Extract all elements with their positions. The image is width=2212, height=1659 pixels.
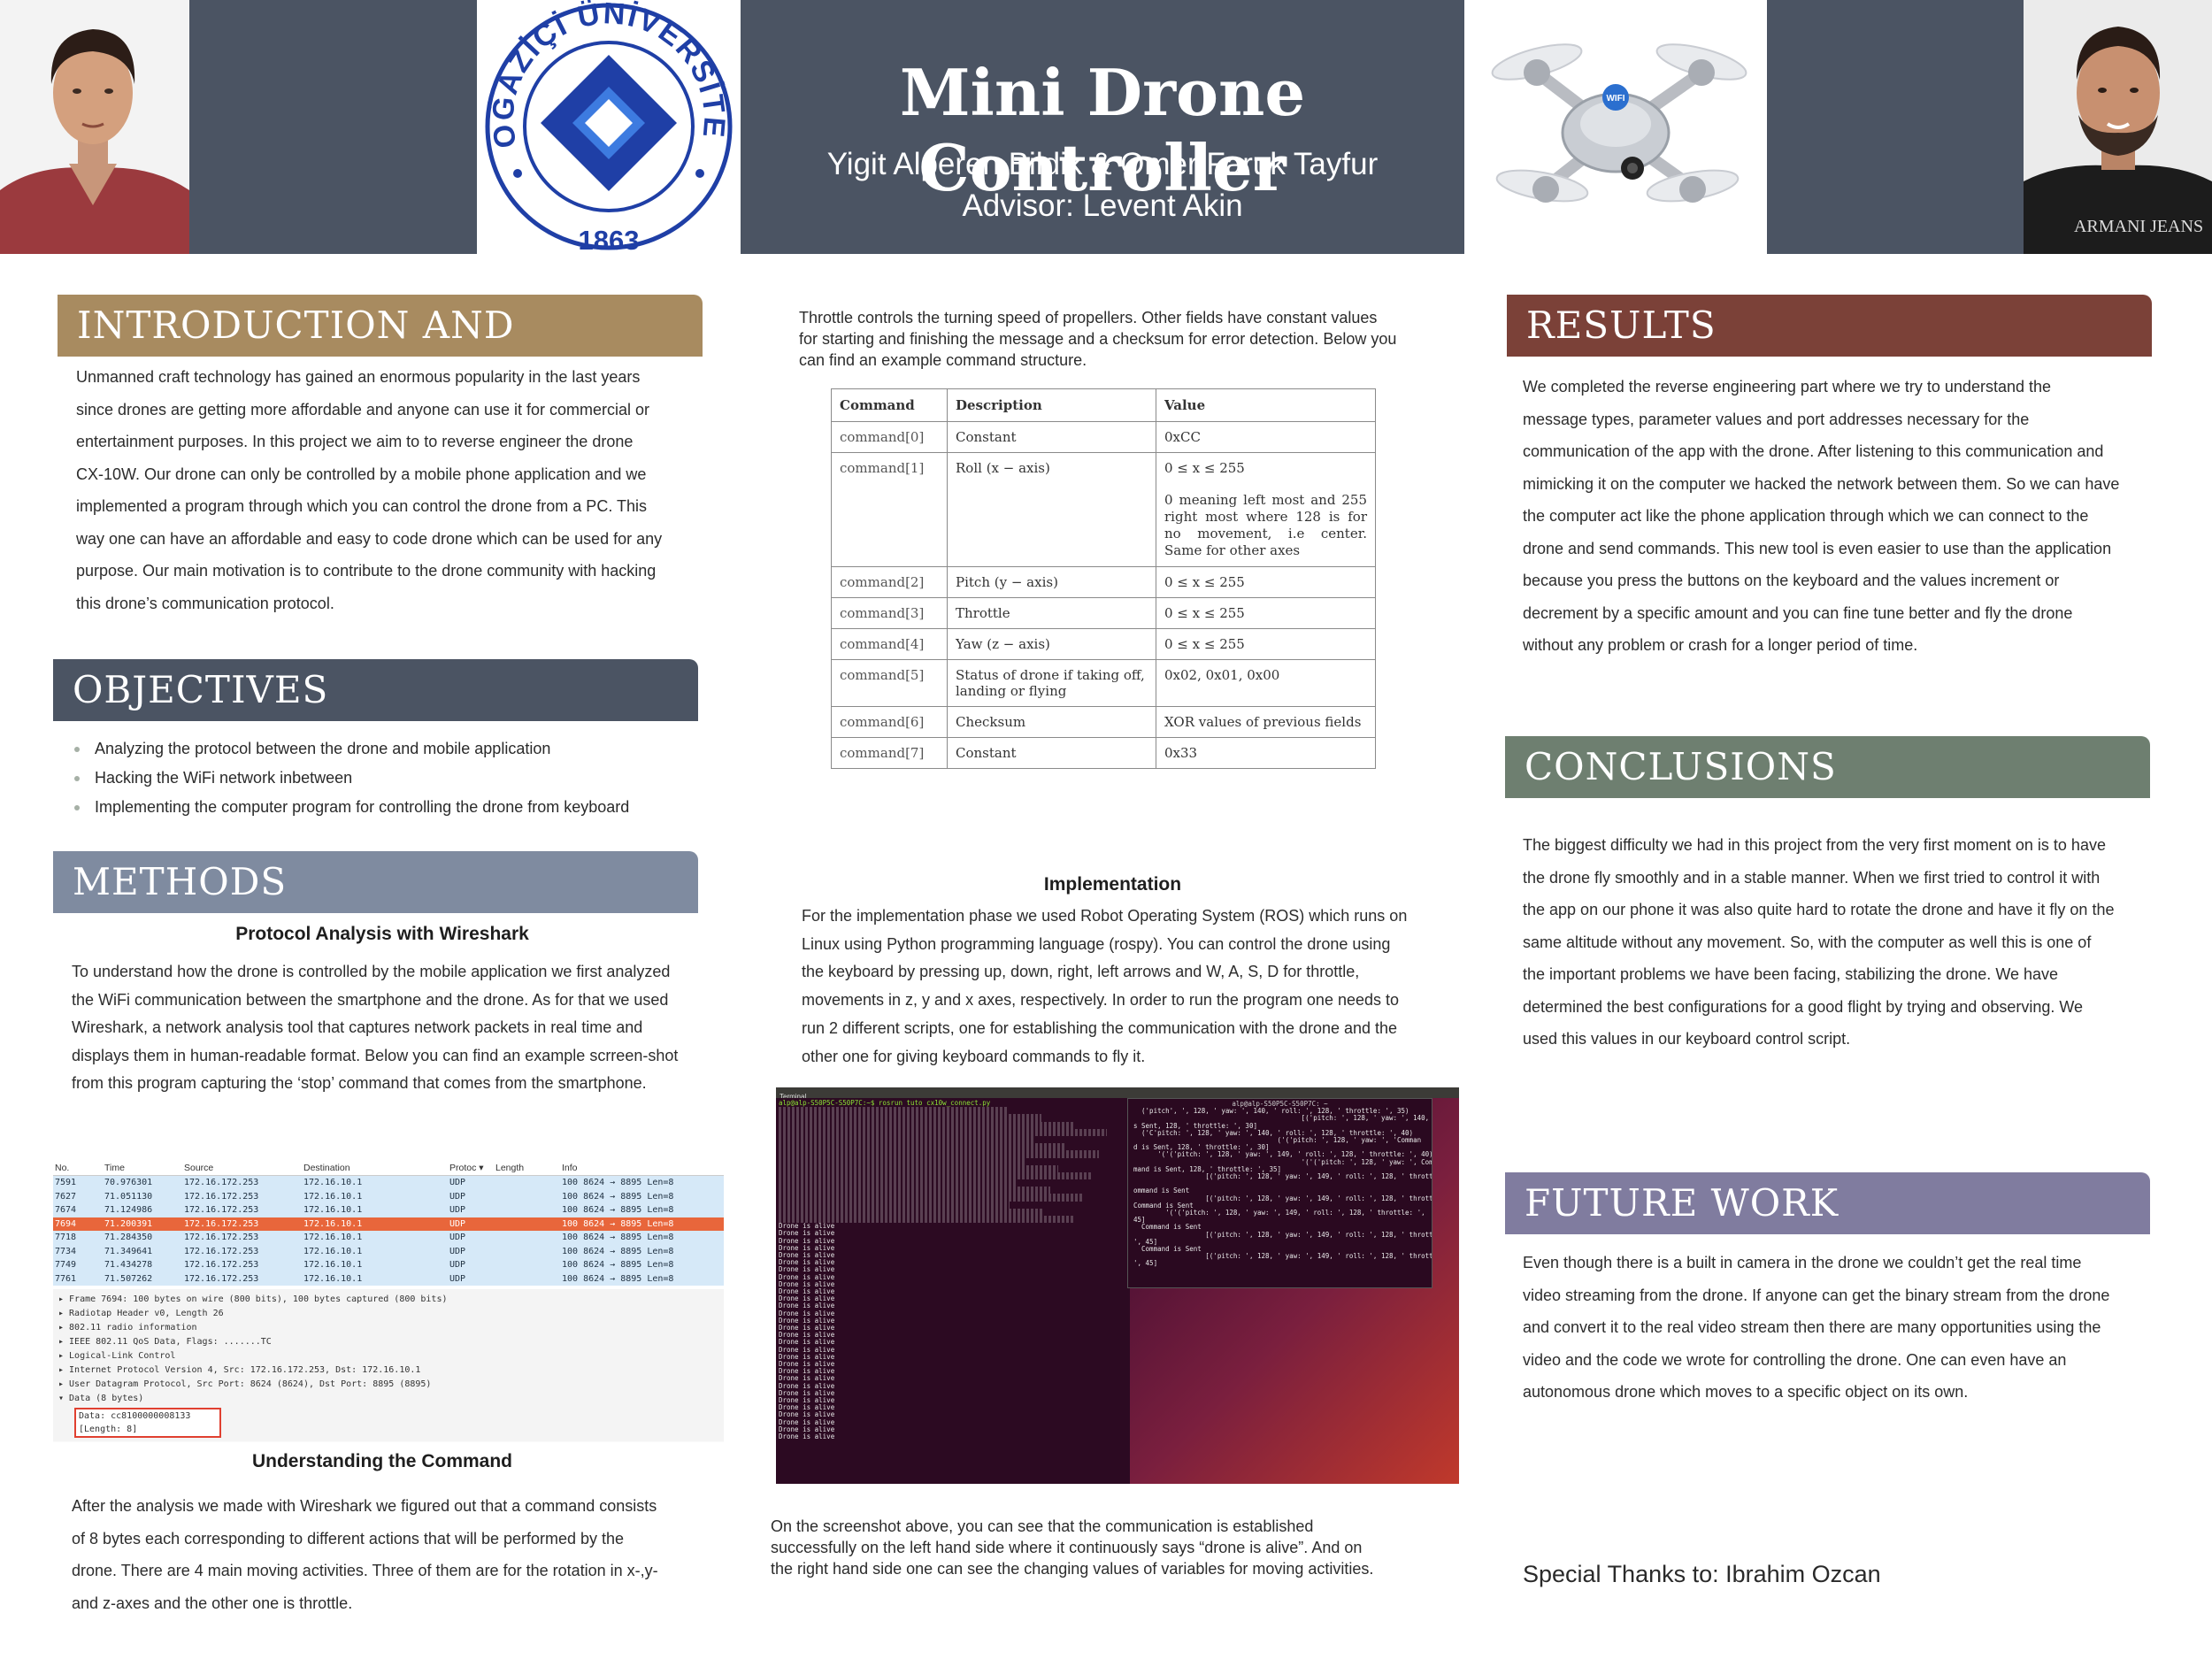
results-text: We completed the reverse engineering par… [1523, 378, 2120, 654]
list-item: Analyzing the protocol between the drone… [73, 734, 629, 764]
screenshot-caption: On the screenshot above, you can see tha… [771, 1517, 1374, 1578]
shirt-text: ARMANI JEANS [2074, 217, 2203, 236]
author-photo-left [0, 0, 189, 254]
intro-text: Unmanned craft technology has gained an … [76, 368, 663, 612]
intro-heading: INTRODUCTION AND MOTIVATION [58, 295, 703, 409]
wireshark-column-headers: No. Time Source Destination Protoc ▾ Len… [53, 1161, 724, 1176]
terminal-title-bar: Terminal [776, 1087, 1459, 1101]
poster-header: BOĞAZİÇİ ÜNİVERSİTESİ 1863 Mini Drone Co… [0, 0, 2212, 256]
table-header-row: Command Description Value [831, 388, 1376, 422]
terminal-screenshot: Terminal alp@alp-S50P5C-S50P7C:~$ rosrun… [776, 1087, 1459, 1484]
understanding-text: After the analysis we made with Wireshar… [72, 1497, 658, 1612]
wireshark-screenshot: No. Time Source Destination Protoc ▾ Len… [53, 1161, 724, 1442]
terminal-left-pane: alp@alp-S50P5C-S50P7C:~$ rosrun tuto cx1… [776, 1098, 1130, 1484]
list-item: Implementing the computer program for co… [73, 793, 629, 822]
terminal-right-pane: alp@alp-S50P5C-S50P7C: ~ ('pitch', ', 12… [1127, 1098, 1432, 1288]
poster-title: Mini Drone Controller [899, 55, 1306, 205]
logo-year: 1863 [579, 225, 640, 254]
poster-authors: Yigit Alperen Bildik & Omer Faruk Tayfur [826, 147, 1379, 181]
wireshark-text: To understand how the drone is controlle… [72, 963, 679, 1092]
wireshark-subheading: Protocol Analysis with Wireshark [235, 924, 529, 944]
wireshark-data-highlight: Data: cc8100000008133 [Length: 8] [74, 1408, 221, 1438]
table-row: command[4]Yaw (z − axis)0 ≤ x ≤ 255 [831, 628, 1376, 660]
future-work-heading: FUTURE WORK [1505, 1172, 2150, 1234]
list-item: Hacking the WiFi network inbetween [73, 764, 629, 793]
table-row: command[2]Pitch (y − axis)0 ≤ x ≤ 255 [831, 566, 1376, 598]
conclusions-text: The biggest difficulty we had in this pr… [1523, 836, 2115, 1048]
understanding-subheading: Understanding the Command [251, 1451, 512, 1471]
university-logo: BOĞAZİÇİ ÜNİVERSİTESİ 1863 [465, 0, 741, 256]
methods-heading: METHODS [53, 851, 698, 913]
objectives-heading: OBJECTIVES [53, 659, 698, 721]
command-structure-table: Command Description Value command[0]Cons… [831, 388, 1376, 769]
wireshark-packet-details: ▸ Frame 7694: 100 bytes on wire (800 bit… [53, 1289, 724, 1441]
author-photo-right: ARMANI JEANS [2024, 0, 2212, 254]
results-heading: RESULTS [1507, 295, 2152, 357]
drone-image: WIFI [1464, 0, 1767, 254]
table-row: command[5]Status of drone if taking off,… [831, 659, 1376, 707]
conclusions-heading: CONCLUSIONS [1505, 736, 2150, 798]
poster-advisor: Advisor: Levent Akin [962, 188, 1243, 223]
implementation-text: For the implementation phase we used Rob… [802, 907, 1408, 1065]
drone-wifi-label: WIFI [1606, 94, 1624, 104]
objectives-list: Analyzing the protocol between the drone… [73, 734, 629, 822]
special-thanks: Special Thanks to: Ibrahim Ozcan [1523, 1561, 1881, 1587]
implementation-subheading: Implementation [1043, 874, 1182, 895]
future-work-text: Even though there is a built in camera i… [1523, 1254, 2110, 1401]
throttle-text: Throttle controls the turning speed of p… [799, 309, 1397, 369]
